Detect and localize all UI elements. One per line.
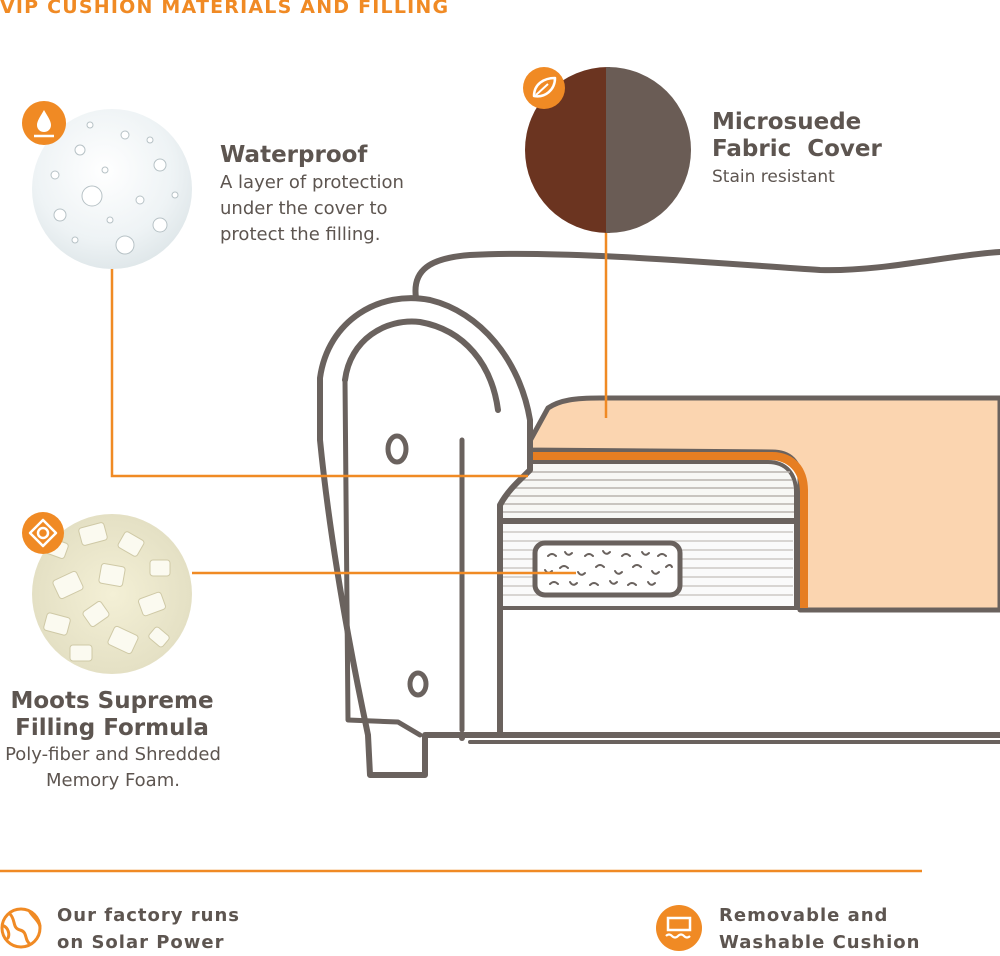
washable-cushion-text: Removable and Washable Cushion xyxy=(719,902,920,956)
water-drop-icon xyxy=(22,101,66,145)
cover-subtext: Stain resistant xyxy=(712,167,835,187)
solar-line: on Solar Power xyxy=(57,932,225,953)
filling-desc-line: Memory Foam. xyxy=(46,770,180,791)
filling-desc-line: Poly-fiber and Shredded xyxy=(5,744,221,765)
filling-heading-line: Filling Formula xyxy=(15,715,209,741)
cover-heading-line: Microsuede xyxy=(712,109,862,135)
cover-heading: Microsuede Fabric Cover xyxy=(712,109,882,163)
sofa-arm xyxy=(317,295,533,778)
filling-window xyxy=(532,540,683,598)
arm-rivet-bottom xyxy=(407,670,429,698)
sofa-back xyxy=(412,249,1000,301)
cover-heading-line: Fabric Cover xyxy=(712,136,882,162)
filling-heading: Moots Supreme Filling Formula xyxy=(0,688,224,742)
filling-heading-line: Moots Supreme xyxy=(10,688,214,714)
page-title: VIP CUSHION MATERIALS AND FILLING xyxy=(0,0,450,18)
waterproof-heading: Waterproof xyxy=(220,142,368,168)
filling-description: Poly-fiber and Shredded Memory Foam. xyxy=(0,742,226,794)
foam-target-icon xyxy=(22,512,64,554)
washable-line: Removable and xyxy=(719,905,889,926)
waterproof-desc-line: under the cover to xyxy=(220,198,388,219)
waterproof-desc-line: A layer of protection xyxy=(220,172,404,193)
arm-rivet-top xyxy=(385,433,409,465)
waterproof-desc-line: protect the filling. xyxy=(220,224,381,245)
washable-line: Washable Cushion xyxy=(719,932,921,953)
waterproof-callout-line xyxy=(110,269,528,478)
waterproof-description: A layer of protection under the cover to… xyxy=(220,170,460,248)
washing-basin-icon xyxy=(656,905,702,951)
solar-line: Our factory runs xyxy=(57,905,240,926)
fabric-leaf-icon xyxy=(523,67,565,109)
solar-power-text: Our factory runs on Solar Power xyxy=(57,902,240,956)
globe-sun-icon xyxy=(0,907,42,949)
